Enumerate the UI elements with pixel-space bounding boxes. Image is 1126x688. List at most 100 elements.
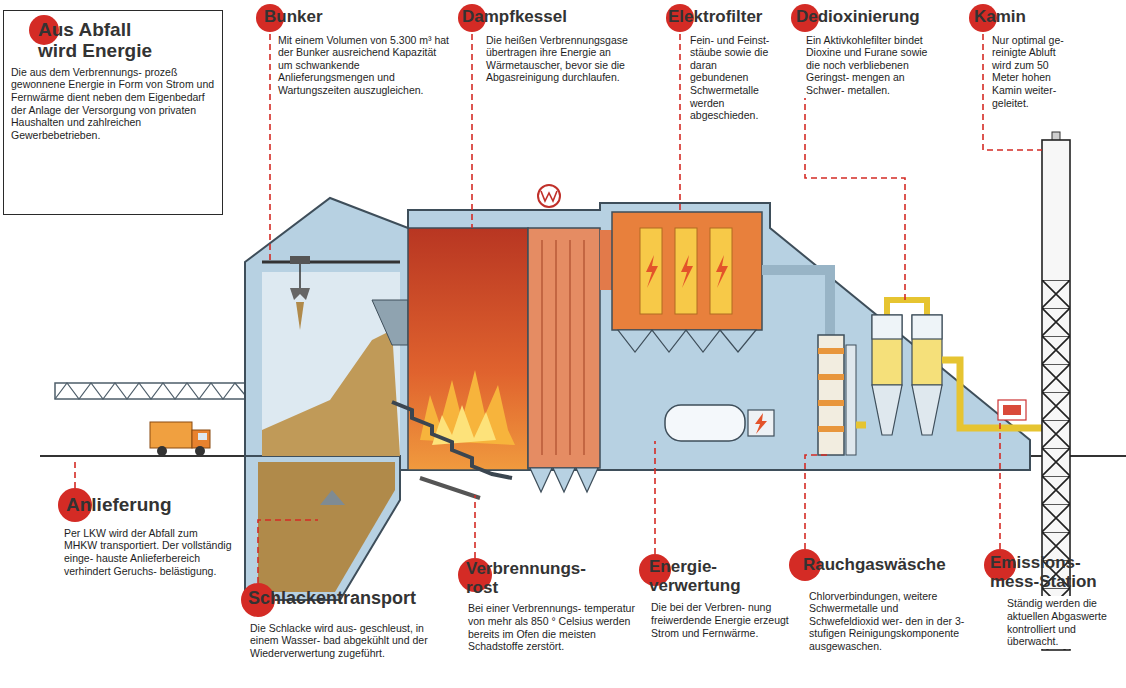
leader-line xyxy=(805,455,830,549)
roof-truss xyxy=(55,383,245,399)
dust-hopper xyxy=(686,330,720,352)
lightning-symbol xyxy=(646,255,658,288)
gas-duct xyxy=(887,300,927,315)
scrubber-column xyxy=(818,335,844,455)
scrubber-stage xyxy=(818,400,844,406)
carbon-filter-top xyxy=(912,315,942,339)
waste-pile xyxy=(262,330,400,456)
combustion-grate xyxy=(392,402,512,478)
truck-wheel xyxy=(195,446,205,456)
feed-chute xyxy=(372,300,408,345)
callout: Emissions- mess-StationStändig werden di… xyxy=(985,552,1120,649)
waste-pit xyxy=(258,462,395,592)
dust-hopper xyxy=(720,330,756,352)
callout-heading: Kamin xyxy=(974,8,1074,27)
slag-hopper xyxy=(320,490,345,505)
callout-text: Ständig werden die aktuellen Abgaswerte … xyxy=(1005,596,1109,648)
callout: AnlieferungPer LKW wird der Abfall zum M… xyxy=(58,492,238,578)
crane-grab xyxy=(290,288,310,300)
callout: Verbrennungs- rostBei einer Verbrennungs… xyxy=(458,560,643,654)
callout-heading: Verbrennungs- rost xyxy=(466,560,606,597)
callout-text: Die heißen Verbrennungsgase übertragen i… xyxy=(484,33,642,85)
falling-waste xyxy=(296,302,304,330)
leader-line xyxy=(269,34,271,262)
leader-line xyxy=(474,495,476,558)
callout: RauchgaswäscheChlorverbindungen, weitere… xyxy=(795,552,980,654)
scrubber-stage xyxy=(818,348,844,354)
furnace xyxy=(408,228,528,470)
delivery-roof xyxy=(55,383,245,399)
callout-text: Mit einem Volumen von 5.300 m³ hat der B… xyxy=(276,33,452,98)
dust-hopper xyxy=(652,330,686,352)
chimney-truss xyxy=(1042,280,1070,650)
callout-text: Bei einer Verbrennungs- temperatur von m… xyxy=(466,601,640,653)
callout-heading: Rauchgaswäsche xyxy=(803,556,975,575)
plant-building xyxy=(245,198,1030,470)
callout-text: Fein- und Feinst- stäube sowie die daran… xyxy=(688,33,774,123)
truck-wheel xyxy=(157,446,167,456)
scrubber-pipe xyxy=(846,345,856,455)
callout-heading: Dampfkessel xyxy=(462,8,622,27)
leader-line xyxy=(471,34,473,228)
scrubber-stage xyxy=(818,426,844,432)
flue-duct xyxy=(600,230,612,290)
leader-line xyxy=(679,34,681,212)
callout-heading: Elektrofilter xyxy=(668,8,780,27)
filter-cone xyxy=(912,385,942,435)
leader-line xyxy=(654,441,656,554)
scrubber-stage xyxy=(818,374,844,380)
callout-heading: Schlackentransport xyxy=(248,589,453,609)
filter-plate xyxy=(710,228,732,314)
leader-line xyxy=(74,458,76,488)
filter-cone xyxy=(872,385,902,435)
truck-cab xyxy=(192,430,210,448)
slag-conveyor xyxy=(420,478,480,498)
emission-station xyxy=(998,400,1026,420)
callout-text: Ein Aktivkohlefilter bindet Dioxine und … xyxy=(804,33,946,98)
clean-gas-duct xyxy=(856,360,1042,428)
truck-window xyxy=(198,433,207,440)
callout-heading: Aus Abfall wird Energie xyxy=(38,20,156,62)
filter-plate xyxy=(640,228,662,314)
generator xyxy=(748,410,774,436)
callout-heading: Dedioxinierung xyxy=(796,8,956,27)
callout-heading: Emissions- mess-Station xyxy=(990,554,1116,591)
steam-boiler xyxy=(528,228,600,468)
callout-heading: Energie- verwertung xyxy=(649,558,773,595)
dust-hopper xyxy=(618,330,652,352)
lightning-symbol xyxy=(716,255,728,288)
lightning-symbol xyxy=(755,413,767,434)
carbon-filter xyxy=(872,315,902,385)
turbine xyxy=(665,405,745,441)
heat-exchanger-mark xyxy=(541,191,557,201)
callout-heading: Anlieferung xyxy=(66,495,226,516)
crane-rail xyxy=(262,261,400,264)
info-box: Aus Abfall wird EnergieDie aus dem Verbr… xyxy=(3,10,223,215)
flue-duct xyxy=(762,270,830,335)
callout-text: Die bei der Verbren- nung freiwerdende E… xyxy=(649,600,799,640)
emission-sign xyxy=(1003,405,1021,415)
callout-text: Nur optimal ge- reinigte Abluft wird zum… xyxy=(990,33,1074,111)
crane-trolley xyxy=(290,256,310,264)
callout: BunkerMit einem Volumen von 5.300 m³ hat… xyxy=(256,4,456,98)
callout-text: Die Schlacke wird aus- geschleust, in ei… xyxy=(248,621,440,661)
crane-cable xyxy=(299,264,301,288)
callout: DampfkesselDie heißen Verbrennungsgase ü… xyxy=(456,4,646,85)
callout-text: Die aus dem Verbrennungs- prozeß gewonne… xyxy=(9,65,219,143)
truck-body xyxy=(150,422,192,448)
boiler-tubes xyxy=(542,240,584,455)
callout: Energie- verwertungDie bei der Verbren- … xyxy=(645,556,805,640)
filter-plate xyxy=(675,228,697,314)
ash-hopper xyxy=(530,468,552,492)
carbon-filter-top xyxy=(872,315,902,339)
heat-exchanger-symbol xyxy=(538,185,560,207)
ash-hopper xyxy=(553,468,575,492)
callout-text: Per LKW wird der Abfall zum MHKW transpo… xyxy=(62,526,234,578)
callout-text: Chlorverbindungen, weitere Schwermetalle… xyxy=(807,589,971,654)
lightning-symbol xyxy=(681,255,693,288)
leader-line xyxy=(999,420,1001,549)
electrostatic-filter xyxy=(612,212,762,330)
callout: ElektrofilterFein- und Feinst- stäube so… xyxy=(662,4,782,123)
ash-hopper xyxy=(576,468,598,492)
